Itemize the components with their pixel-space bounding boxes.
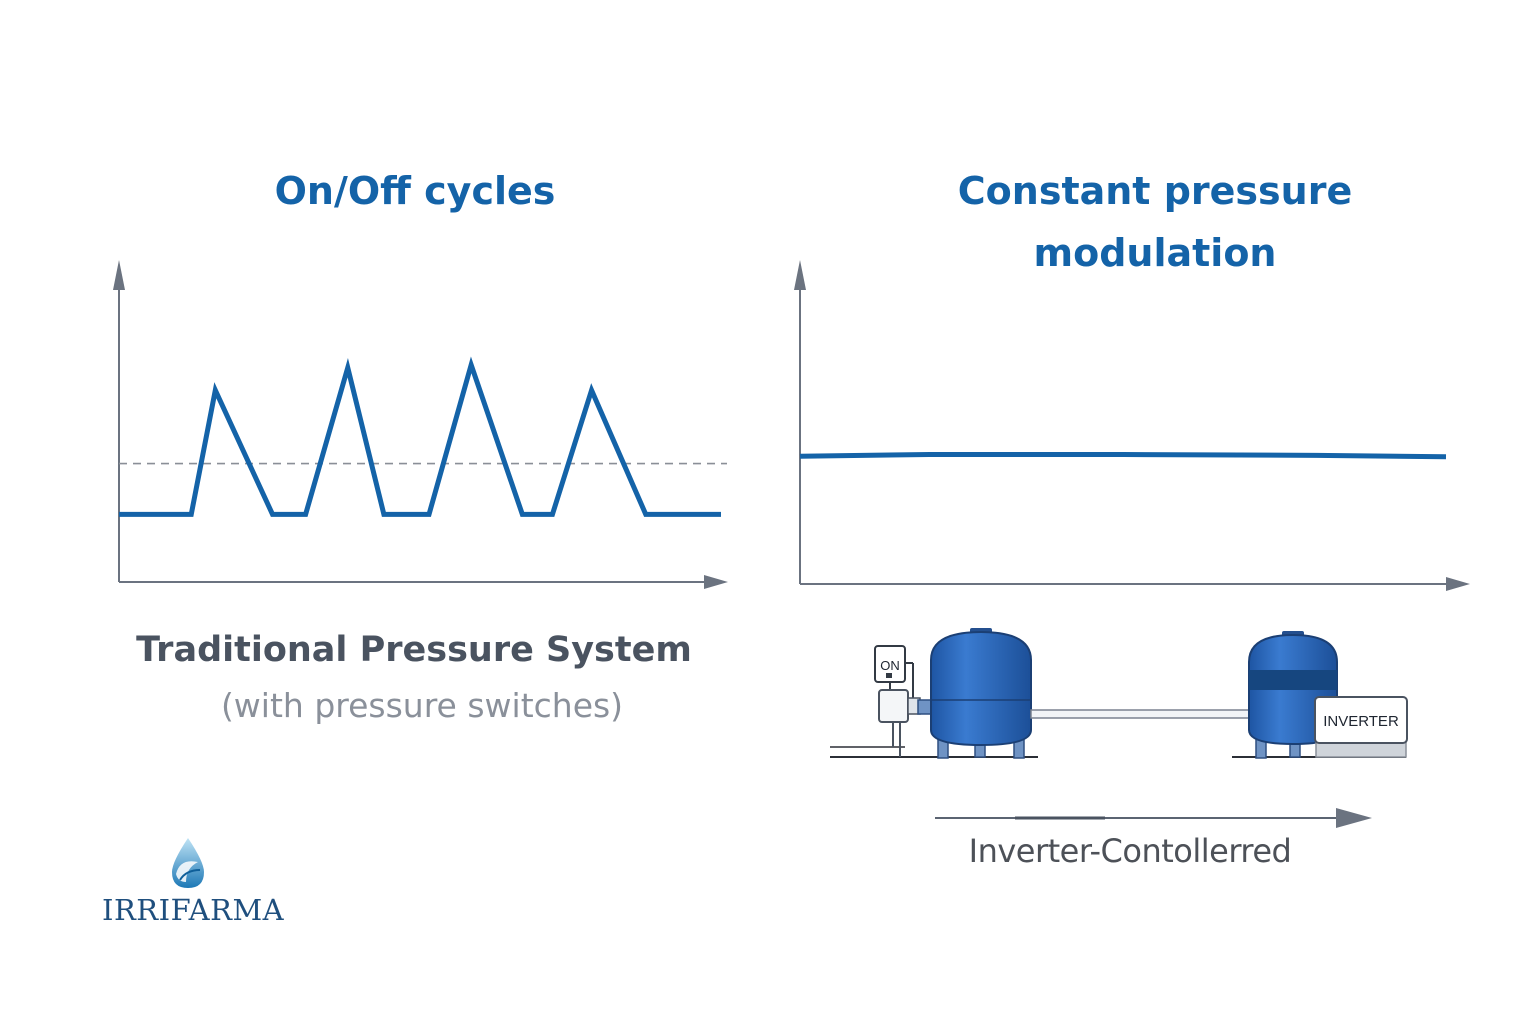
pressure-cycle-line (119, 356, 721, 517)
inverter-unit: INVERTER (1314, 696, 1408, 758)
switch-label: ON (880, 658, 900, 673)
traditional-system-caption: Traditional Pressure System (136, 630, 692, 670)
inverter-label: INVERTER (1323, 713, 1399, 730)
right-title-line2: modulation (1033, 231, 1277, 275)
inverter-arrow (935, 808, 1372, 828)
switch-body (878, 689, 909, 723)
constant-pressure-line (799, 451, 1447, 460)
left-y-axis (113, 260, 125, 582)
pressure-tank-left (930, 628, 1032, 759)
inverter-controlled-caption: Inverter-Contollerred (968, 832, 1292, 870)
left-panel-title: On/Off cycles (274, 169, 556, 213)
arrow-head-icon (1336, 808, 1372, 828)
connecting-pipe (1030, 709, 1252, 719)
right-x-axis-arrow-icon (1446, 577, 1470, 591)
left-x-axis-arrow-icon (704, 575, 728, 589)
right-y-axis-arrow-icon (794, 260, 806, 290)
left-x-axis (119, 575, 728, 589)
brand-name: IRRIFARMA (102, 893, 285, 927)
right-panel-title: Constant pressure modulation (905, 160, 1405, 284)
pressure-switches-subcaption: (with pressure switches) (220, 686, 624, 725)
right-y-axis (794, 260, 806, 584)
right-title-line1: Constant pressure (957, 169, 1353, 213)
pressure-switch: ON (874, 645, 933, 757)
left-y-axis-arrow-icon (113, 260, 125, 290)
water-drop-logo-icon (172, 838, 204, 888)
right-x-axis (800, 577, 1470, 591)
